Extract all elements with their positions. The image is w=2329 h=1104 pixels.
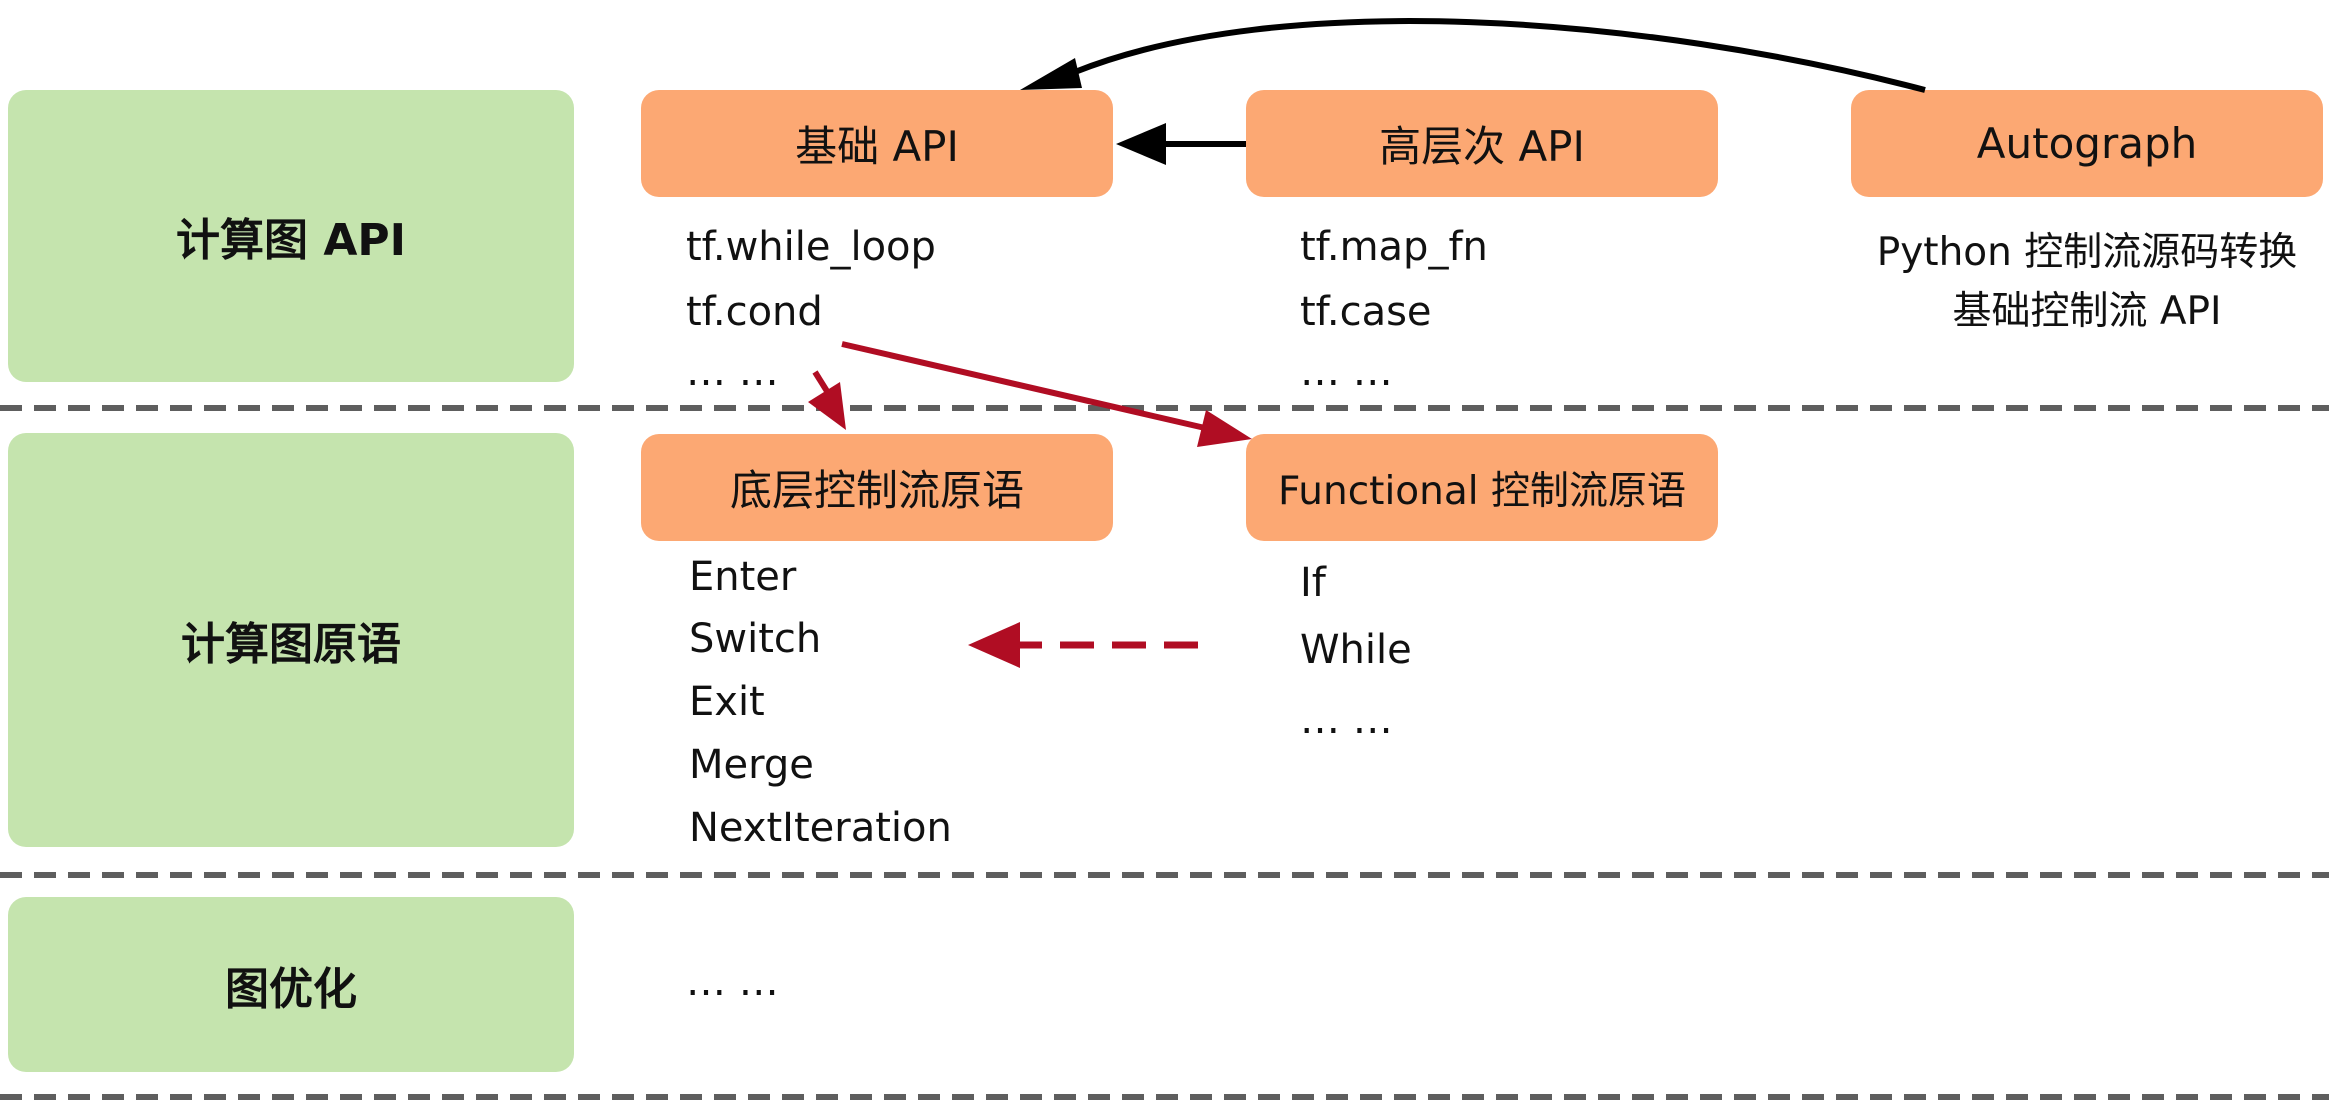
list-item: NextIteration	[689, 805, 952, 851]
arrowhead-red-icon	[968, 622, 1020, 668]
layer-api-label: 计算图 API	[176, 215, 406, 266]
layer-primitives-label: 计算图原语	[181, 619, 401, 670]
layer-optimization-label: 图优化	[225, 963, 357, 1015]
list-item: If	[1300, 560, 1326, 606]
list-item: tf.cond	[686, 289, 823, 335]
list-item: Enter	[689, 554, 797, 600]
list-item: … …	[686, 959, 779, 1005]
arrow-dashed-to-low-level	[812, 370, 833, 398]
node-low-level-primitives-label: 底层控制流原语	[729, 466, 1024, 515]
node-basic-api-label: 基础 API	[795, 122, 959, 171]
layer-optimization: 图优化	[8, 897, 574, 1072]
list-item: Merge	[689, 742, 814, 788]
autograph-note-line: Python 控制流源码转换	[1876, 230, 2298, 275]
node-basic-api: 基础 API	[641, 90, 1113, 197]
list-item: tf.map_fn	[1300, 224, 1488, 270]
arrowhead-black-icon	[1020, 58, 1082, 90]
node-functional-primitives: Functional 控制流原语	[1246, 434, 1718, 541]
arrow-cond-to-functional	[841, 341, 1206, 431]
node-autograph-label: Autograph	[1976, 119, 2198, 168]
arrowhead-red-icon	[1197, 410, 1252, 447]
list-item: … …	[1300, 349, 1393, 395]
list-item: … …	[686, 349, 779, 395]
list-item: While	[1300, 627, 1412, 673]
layer-primitives: 计算图原语	[8, 433, 574, 847]
node-high-level-api: 高层次 API	[1246, 90, 1718, 197]
arrowhead-black-icon	[1116, 123, 1166, 165]
node-functional-primitives-label: Functional 控制流原语	[1277, 468, 1686, 514]
list-item: tf.while_loop	[686, 224, 936, 270]
list-item: Switch	[689, 616, 822, 662]
autograph-note-line: 基础控制流 API	[1952, 289, 2222, 334]
list-item: … …	[1300, 697, 1393, 743]
list-item: Exit	[689, 679, 765, 725]
layer-api: 计算图 API	[8, 90, 574, 382]
list-item: tf.case	[1300, 289, 1432, 335]
node-high-level-api-label: 高层次 API	[1379, 122, 1585, 171]
arrowhead-red-icon	[808, 382, 846, 430]
node-autograph: Autograph	[1851, 90, 2323, 197]
arrow-autograph-to-basic	[1073, 18, 1926, 93]
node-low-level-primitives: 底层控制流原语	[641, 434, 1113, 541]
